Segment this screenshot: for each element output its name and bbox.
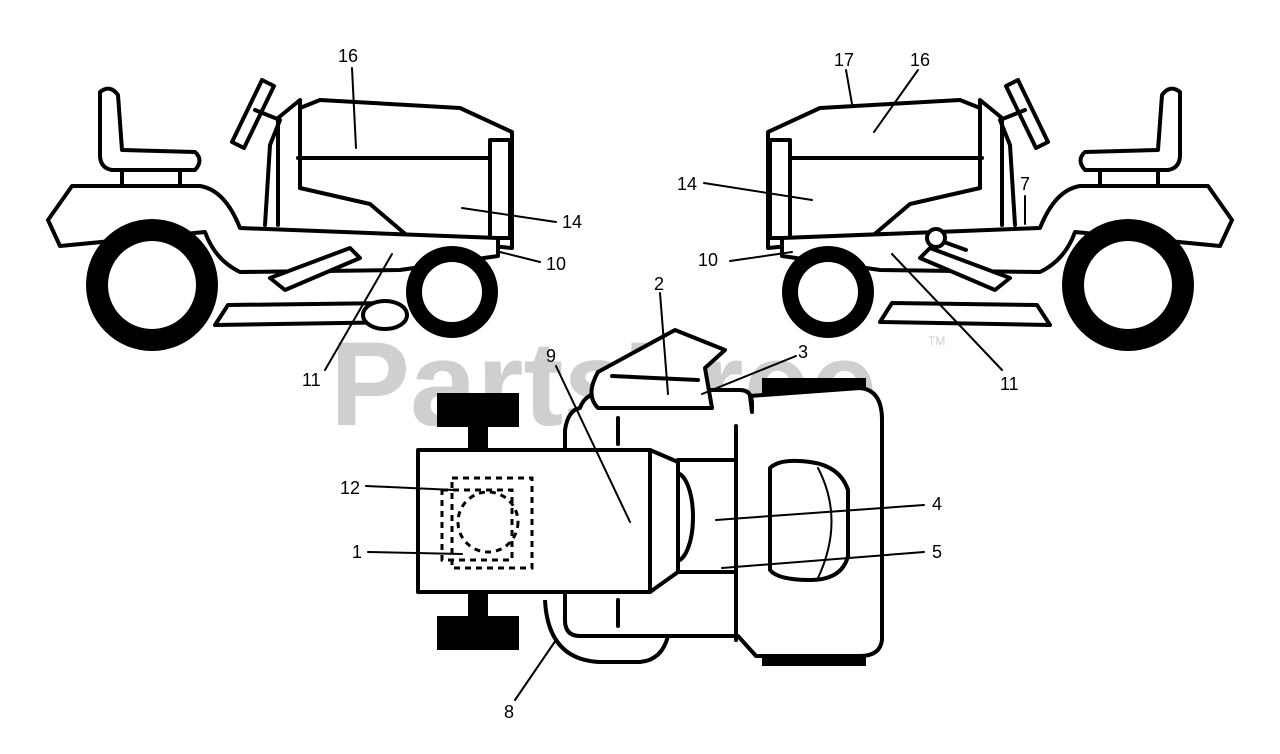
- rear-wheel-hub-left: [108, 241, 196, 329]
- callout-1-top: 1: [352, 542, 362, 562]
- callout-11-left: 11: [302, 370, 321, 390]
- callout-8-top: 8: [504, 702, 514, 722]
- callout-2-top: 2: [654, 274, 664, 294]
- body-right: [780, 184, 1234, 274]
- callout-17-right: 17: [834, 50, 854, 70]
- pedal-left: [268, 246, 362, 292]
- pedal-right: [918, 246, 1012, 292]
- lever-right: [942, 240, 968, 252]
- decal-outline-a: [450, 476, 534, 570]
- callout-numbers: 16 14 10 11 17 16 14 7 10 11 2 3 9 12 1 …: [302, 46, 1030, 722]
- rear-tire-top-upper: [437, 393, 519, 427]
- fuel-cap-outline: [456, 490, 520, 554]
- callout-3-top: 3: [798, 342, 808, 362]
- steering-column-right: [998, 108, 1027, 227]
- callout-10-right: 10: [698, 250, 718, 270]
- axle-top-lower: [468, 592, 488, 616]
- steering-wheel-right: [1004, 78, 1050, 150]
- watermark-trademark: TM: [928, 334, 945, 348]
- hood-right: [766, 98, 982, 250]
- callout-5-top: 5: [932, 542, 942, 562]
- callout-16-left: 16: [338, 46, 358, 66]
- seat-base-right: [1098, 168, 1160, 188]
- callout-14-left: 14: [562, 212, 582, 232]
- decal-outline-b: [440, 488, 514, 562]
- grille-right: [768, 138, 792, 240]
- axle-top-upper: [468, 427, 488, 451]
- rear-tire-top-lower: [437, 616, 519, 650]
- callout-16-right: 16: [910, 50, 930, 70]
- seat-right: [1078, 86, 1182, 172]
- cowl-curve-top: [817, 467, 833, 579]
- callout-11-right: 11: [1000, 374, 1019, 394]
- steering-column-left: [253, 108, 282, 227]
- leader-lines: [324, 67, 1026, 701]
- callout-10-left: 10: [546, 254, 566, 274]
- body-left: [46, 184, 500, 274]
- right-side-view-tractor: [766, 78, 1234, 351]
- callout-7-right: 7: [1020, 174, 1030, 194]
- callout-14-right: 14: [677, 174, 697, 194]
- dash-panel-right: [978, 98, 1004, 227]
- rear-wheel-hub-right: [1084, 241, 1172, 329]
- mower-deck-right: [878, 301, 1052, 327]
- dash-top: [648, 448, 680, 594]
- hood-left: [298, 98, 514, 250]
- deck-chute-left: [361, 299, 409, 331]
- front-wheel-hub-left: [422, 262, 482, 322]
- front-cowl-top: [768, 458, 850, 582]
- grille-left: [488, 138, 512, 240]
- decal-panel-2-crease: [610, 374, 700, 382]
- steering-wheel-left: [230, 78, 276, 150]
- dash-panel-left: [276, 98, 302, 227]
- callout-9-top: 9: [546, 346, 556, 366]
- top-view-tractor: [416, 328, 884, 666]
- seat-left: [98, 86, 202, 172]
- lever-knob-right: [925, 227, 947, 249]
- left-side-view-tractor: [46, 78, 514, 351]
- callout-4-top: 4: [932, 494, 942, 514]
- seat-base-left: [120, 168, 182, 188]
- decal-panel-2: [589, 328, 727, 410]
- front-wheel-hub-right: [798, 262, 858, 322]
- callout-12-top: 12: [340, 478, 360, 498]
